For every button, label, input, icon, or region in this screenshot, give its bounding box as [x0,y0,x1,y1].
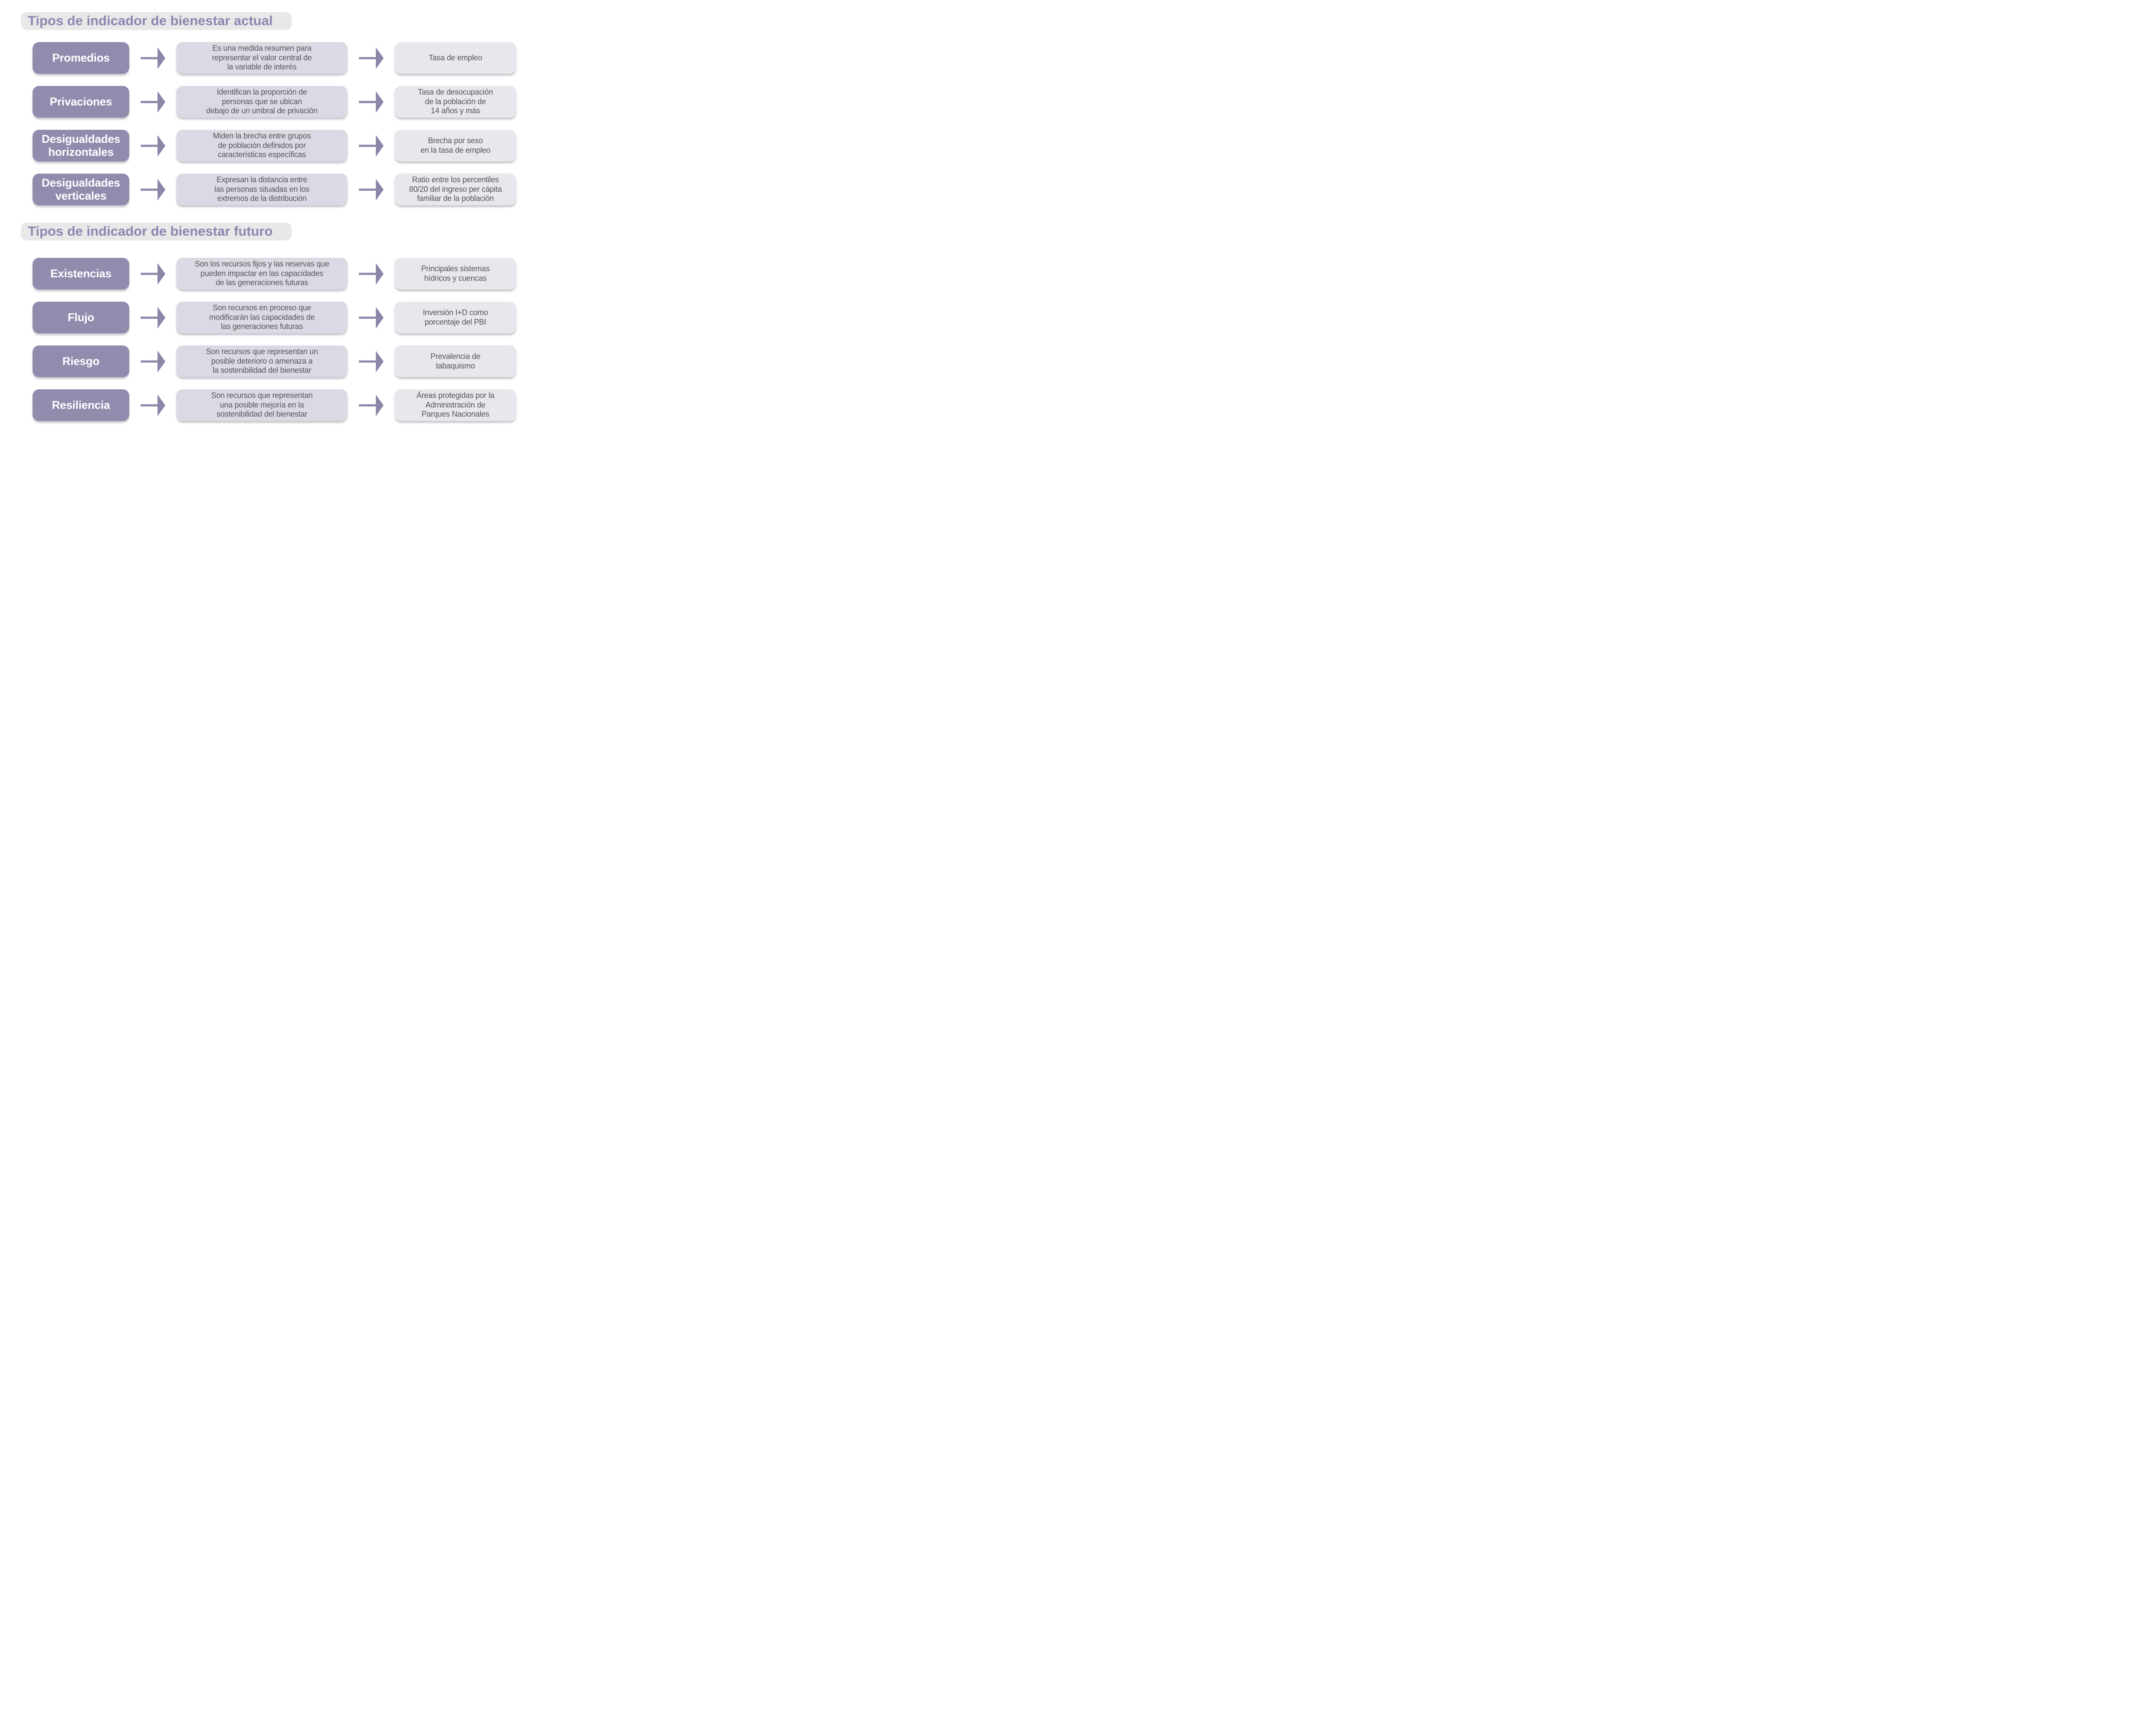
arrow-right-icon [129,306,176,329]
row-promedios: Promedios Es una medida resumen para rep… [33,42,516,74]
arrow-right-icon [348,306,394,329]
definition-box: Son los recursos fijos y las reservas qu… [176,258,348,289]
section-rows-bienestar-actual: Promedios Es una medida resumen para rep… [33,42,516,205]
arrow-right-icon [129,178,176,201]
category-box: Desigualdades verticales [33,174,129,205]
definition-box: Son recursos que representan una posible… [176,389,348,421]
example-box: Tasa de desocupación de la población de … [394,86,516,118]
category-box: Resiliencia [33,389,129,421]
example-box: Prevalencia de tabaquismo [394,345,516,377]
arrow-right-icon [129,47,176,69]
arrow-right-icon [348,350,394,372]
arrow-right-icon [129,394,176,416]
definition-box: Es una medida resumen para representar e… [176,42,348,74]
example-box: Tasa de empleo [394,42,516,74]
row-desigualdades-verticales: Desigualdades verticales Expresan la dis… [33,174,516,205]
example-box: Ratio entre los percentiles 80/20 del in… [394,174,516,205]
arrow-right-icon [348,178,394,201]
category-box: Desigualdades horizontales [33,130,129,161]
row-riesgo: Riesgo Son recursos que representan un p… [33,345,516,377]
arrow-right-icon [348,91,394,113]
example-box: Inversión I+D como porcentaje del PBI [394,302,516,333]
definition-box: Son recursos en proceso que modificarán … [176,302,348,333]
section-rows-bienestar-futuro: Existencias Son los recursos fijos y las… [33,258,516,421]
section-title-bienestar-futuro: Tipos de indicador de bienestar futuro [21,223,292,240]
arrow-right-icon [129,91,176,113]
row-resiliencia: Resiliencia Son recursos que representan… [33,389,516,421]
arrow-right-icon [348,47,394,69]
example-box: Principales sistemas hídricos y cuencas [394,258,516,289]
category-box: Privaciones [33,86,129,118]
arrow-right-icon [129,135,176,157]
category-box: Riesgo [33,345,129,377]
section-title-bienestar-actual: Tipos de indicador de bienestar actual [21,12,292,30]
category-box: Flujo [33,302,129,333]
example-box: Áreas protegidas por la Administración d… [394,389,516,421]
category-box: Existencias [33,258,129,289]
definition-box: Miden la brecha entre grupos de població… [176,130,348,161]
arrow-right-icon [348,135,394,157]
row-existencias: Existencias Son los recursos fijos y las… [33,258,516,289]
row-flujo: Flujo Son recursos en proceso que modifi… [33,302,516,333]
arrow-right-icon [129,263,176,285]
definition-box: Expresan la distancia entre las personas… [176,174,348,205]
category-box: Promedios [33,42,129,74]
row-desigualdades-horizontales: Desigualdades horizontales Miden la brec… [33,130,516,161]
arrow-right-icon [348,394,394,416]
arrow-right-icon [348,263,394,285]
example-box: Brecha por sexo en la tasa de empleo [394,130,516,161]
arrow-right-icon [129,350,176,372]
definition-box: Identifican la proporción de personas qu… [176,86,348,118]
infographic-canvas: Tipos de indicador de bienestar actual P… [0,0,538,434]
definition-box: Son recursos que representan un posible … [176,345,348,377]
row-privaciones: Privaciones Identifican la proporción de… [33,86,516,118]
